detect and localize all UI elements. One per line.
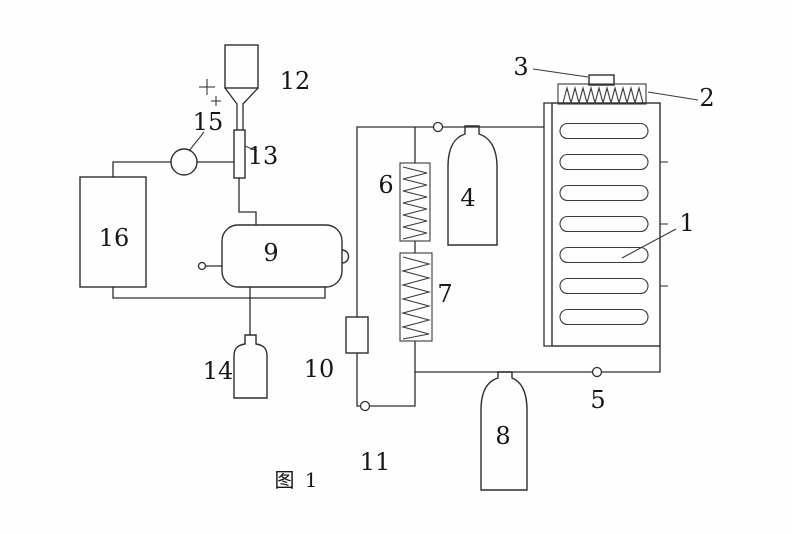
tube [559, 308, 649, 326]
box-body [79, 176, 147, 288]
valve-top [432, 121, 444, 133]
coil-zigzag [400, 256, 432, 340]
stirrer-marks [199, 79, 221, 106]
tube [559, 246, 649, 264]
coil-6 [399, 162, 431, 242]
top-fitting [588, 74, 615, 86]
label-10: 10 [304, 355, 335, 383]
label-14: 14 [203, 357, 234, 385]
label-3: 3 [513, 53, 528, 81]
leader-2 [647, 91, 699, 101]
tube [559, 277, 649, 295]
label-4: 4 [460, 184, 475, 212]
label-15: 15 [193, 108, 224, 136]
tube [559, 153, 649, 171]
reference-labels: 1 2 3 4 5 6 7 8 9 10 11 12 13 14 15 16 [99, 53, 715, 476]
valve-5 [591, 366, 603, 378]
bottle-14 [233, 334, 268, 399]
tank-nozzle-cap [197, 261, 207, 271]
label-2: 2 [699, 84, 714, 112]
label-8: 8 [495, 422, 510, 450]
feed-bottle-12 [199, 44, 259, 131]
tube-bundle [551, 102, 668, 347]
leader-3 [532, 68, 589, 78]
box-10 [345, 316, 369, 354]
label-5: 5 [590, 386, 605, 414]
vessel-4 [447, 125, 498, 246]
tube [559, 184, 649, 202]
label-12: 12 [280, 67, 311, 95]
coil-7 [399, 252, 433, 342]
tube [559, 215, 649, 233]
leader-lines [188, 68, 699, 259]
pipe-lines [112, 102, 661, 407]
bottle-body [224, 44, 259, 89]
leader-1 [621, 228, 677, 259]
coil-zigzag [562, 85, 644, 106]
pump-body [170, 148, 198, 176]
metering-tube-13 [233, 129, 246, 179]
tank-right-port [341, 249, 350, 264]
coil-zigzag [402, 166, 428, 240]
tank-body [221, 224, 343, 288]
heater-coil [557, 83, 647, 106]
label-13: 13 [248, 142, 279, 170]
vessel-body [447, 125, 498, 246]
leader-13 [244, 145, 258, 152]
funnel-side [242, 87, 259, 105]
tube [559, 122, 649, 140]
pump-15 [170, 148, 198, 176]
leader-15 [188, 131, 205, 152]
figure-caption: 图 1 [274, 468, 319, 492]
tube-body [233, 129, 246, 179]
label-7: 7 [437, 280, 452, 308]
label-16: 16 [99, 224, 130, 252]
label-6: 6 [378, 171, 393, 199]
fitting-body [588, 74, 615, 86]
label-11: 11 [360, 448, 391, 476]
coil-box [399, 162, 431, 242]
tank-9 [197, 224, 350, 288]
vessel-8 [480, 371, 528, 491]
box-body [345, 316, 369, 354]
label-9: 9 [263, 239, 278, 267]
valve-11 [359, 400, 371, 412]
vessel-body [480, 371, 528, 491]
funnel-side [224, 87, 238, 105]
label-1: 1 [679, 209, 694, 237]
box-16 [79, 176, 147, 288]
coil-box [557, 83, 647, 105]
coil-box [399, 252, 433, 342]
bottle-body [233, 334, 268, 399]
